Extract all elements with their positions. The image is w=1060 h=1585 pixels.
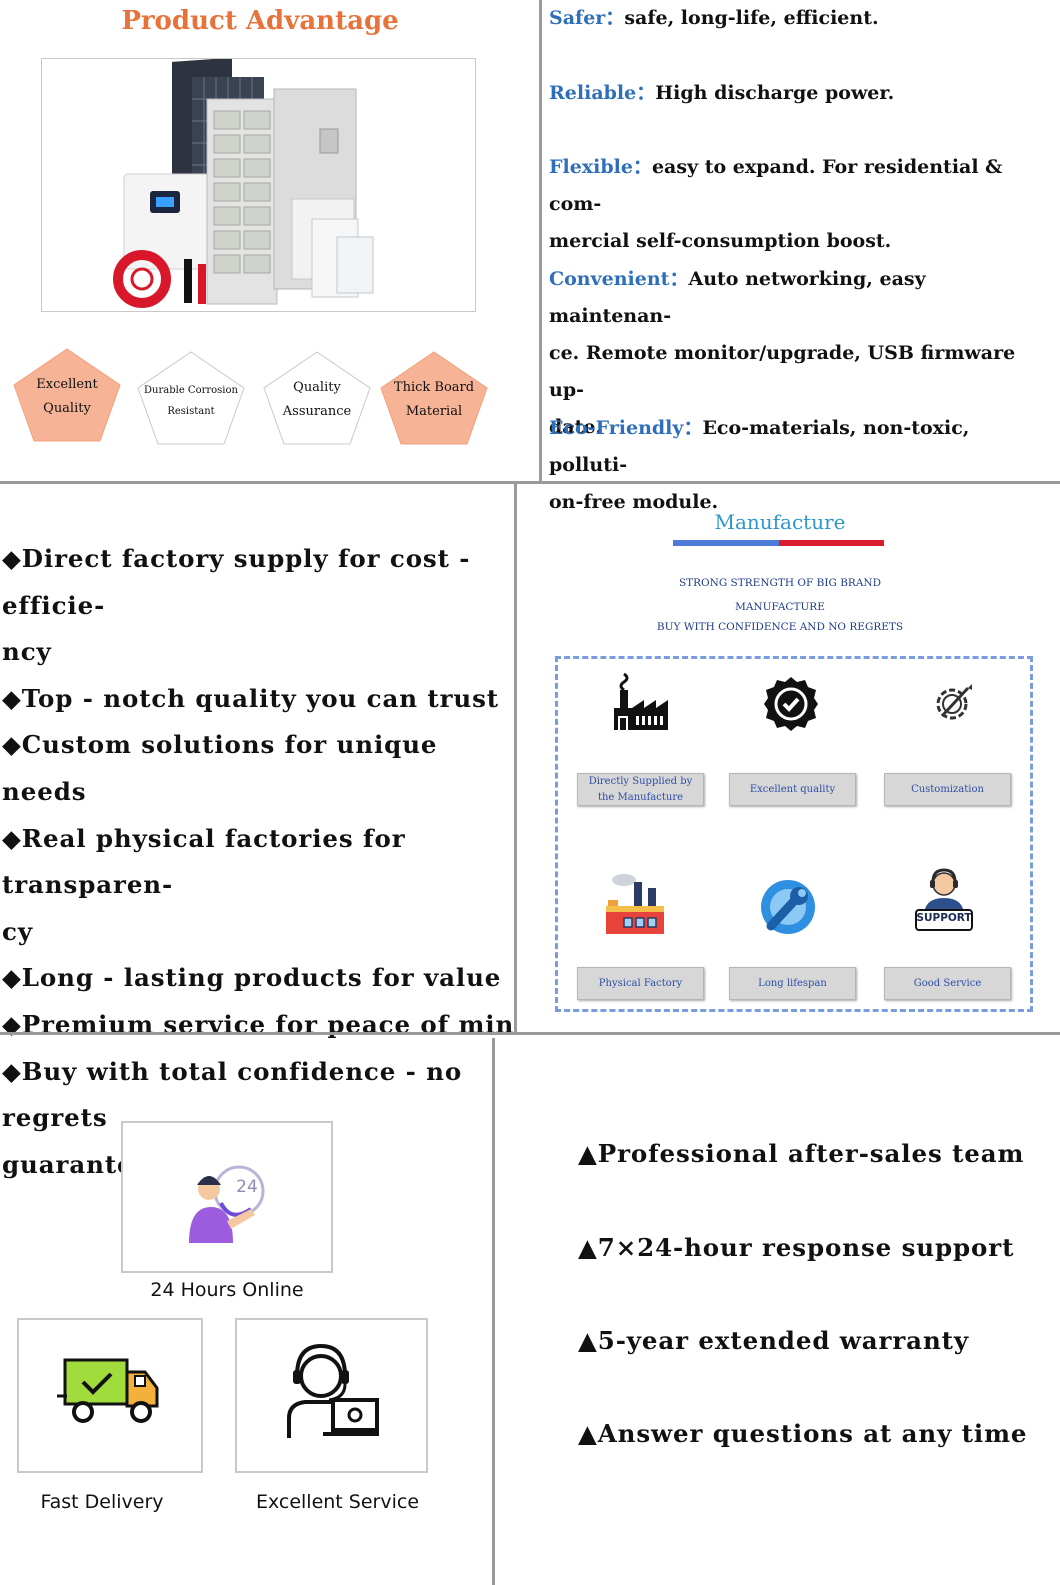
gear-pencil-icon — [936, 684, 972, 720]
card-fast-delivery — [17, 1318, 203, 1473]
manufacture-subtitle: STRONG STRENGTH OF BIG BRAND — [678, 577, 882, 589]
manufacture-title: Manufacture — [714, 510, 846, 534]
label-line1: Good Service — [913, 977, 982, 989]
card-24-hours: 24 — [121, 1121, 333, 1273]
label-line1: Physical Factory — [598, 977, 683, 989]
label-line1: Excellent quality — [749, 783, 836, 795]
label-physical-factory: Physical Factory — [577, 967, 704, 1000]
feature-text: date. — [549, 416, 603, 438]
pentagon-shape — [13, 348, 121, 442]
badge-line2: Material — [405, 404, 463, 419]
badge-line2: Quality — [43, 401, 91, 416]
feature-key: Convenient： — [549, 268, 689, 290]
feature-key: Eco-Friendly： — [549, 417, 703, 439]
service-point: ▲Professional after-sales team — [578, 1139, 1025, 1168]
title-underline-red — [779, 540, 884, 546]
list-item: ◆Premium service for peace of min — [2, 1009, 515, 1039]
delivery-truck-icon — [57, 1358, 159, 1423]
card-excellent-service — [235, 1318, 428, 1473]
colored-factory-icon — [606, 874, 664, 934]
list-item: ncy — [2, 637, 52, 667]
support-text: SUPPORT — [916, 912, 972, 924]
pentagon-shape — [137, 351, 245, 445]
title-underline-blue — [673, 540, 779, 546]
divider-horizontal — [0, 1032, 1060, 1035]
agent-laptop-icon — [287, 1343, 379, 1438]
feature-text: Eco-materials, non-toxic, polluti- — [549, 417, 970, 476]
feature-text: safe, long-life, efficient. — [624, 7, 879, 29]
caption-excellent-service: Excellent Service — [255, 1491, 420, 1513]
wrench-gear-icon — [761, 880, 815, 934]
badge-line1: Thick Board — [393, 380, 475, 395]
badge-24-number: 24 — [236, 1177, 258, 1197]
caption-fast-delivery: Fast Delivery — [40, 1491, 164, 1513]
manufacture-feature-grid — [555, 656, 1033, 1012]
feature-safer: Safer：safe, long-life, efficient. — [549, 0, 1054, 37]
feature-eco-friendly: Eco-Friendly：Eco-materials, non-toxic, p… — [549, 410, 1054, 521]
feature-text: ce. Remote monitor/upgrade, USB firmware… — [549, 342, 1016, 401]
caption-24-hours: 24 Hours Online — [150, 1279, 304, 1301]
support-agent-icon — [915, 868, 973, 931]
pentagon-shape — [263, 351, 371, 445]
badge-line1: Durable Corrosion — [144, 385, 238, 396]
service-point: ▲7×24-hour response support — [578, 1233, 1015, 1262]
service-point: ▲Answer questions at any time — [578, 1419, 1028, 1448]
feature-reliable: Reliable：High discharge power. — [549, 75, 1054, 112]
list-item: ◆Buy with total confidence - no regrets — [2, 1056, 463, 1133]
feature-text: easy to expand. For residential & com- — [549, 156, 1003, 215]
divider-vertical — [539, 0, 542, 482]
check-badge-icon — [764, 677, 818, 731]
product-advantage-title: Product Advantage — [121, 6, 399, 36]
label-line1: Long lifespan — [758, 977, 827, 989]
feature-key: Reliable： — [549, 82, 656, 104]
label-customization: Customization — [884, 773, 1011, 806]
divider-horizontal — [0, 481, 1060, 484]
feature-flexible: Flexible：easy to expand. For residential… — [549, 149, 1054, 260]
feature-text: Auto networking, easy maintenan- — [549, 268, 926, 327]
badge-line1: Quality — [293, 380, 341, 395]
divider-vertical — [514, 484, 517, 1032]
feature-key: Flexible： — [549, 156, 652, 178]
manufacture-subtitle: MANUFACTURE — [735, 601, 825, 613]
label-line1: Customization — [911, 783, 984, 795]
label-long-lifespan: Long lifespan — [729, 967, 856, 1000]
pentagon-shape — [380, 351, 488, 445]
label-line1: Directly Supplied by — [588, 775, 693, 787]
product-photo — [41, 58, 476, 312]
manufacture-subtitle: BUY WITH CONFIDENCE AND NO REGRETS — [656, 621, 904, 633]
label-directly-supplied: Directly Supplied by the Manufacture — [577, 773, 704, 806]
badge-line2: Assurance — [282, 404, 352, 419]
list-item: ◆Long - lasting products for value — [2, 963, 502, 993]
label-excellent-quality: Excellent quality — [729, 773, 856, 806]
list-item: ◆Real physical factories for transparen- — [2, 823, 406, 900]
list-item: cy — [2, 916, 33, 946]
feature-text: mercial self-consumption boost. — [549, 230, 892, 252]
headset-24-icon — [189, 1165, 265, 1243]
list-item: ◆Custom solutions for unique needs — [2, 730, 438, 806]
service-point: ▲5-year extended warranty — [578, 1326, 970, 1355]
label-line2: the Manufacture — [597, 791, 684, 803]
label-good-service: Good Service — [884, 967, 1011, 1000]
badge-line2: Resistant — [167, 406, 215, 417]
list-item: ◆Top - notch quality you can trust — [2, 683, 500, 713]
list-item: ◆Direct factory supply for cost - effici… — [2, 544, 471, 620]
feature-text: High discharge power. — [655, 82, 895, 104]
badge-line1: Excellent — [36, 377, 98, 392]
factory-benefit-list: ◆Direct factory supply for cost - effici… — [2, 536, 527, 1188]
feature-key: Safer： — [549, 7, 625, 29]
factory-icon — [614, 672, 668, 730]
feature-text: on-free module. — [549, 491, 719, 513]
feature-convenient: Convenient：Auto networking, easy mainten… — [549, 261, 1054, 446]
divider-vertical — [492, 1038, 495, 1585]
